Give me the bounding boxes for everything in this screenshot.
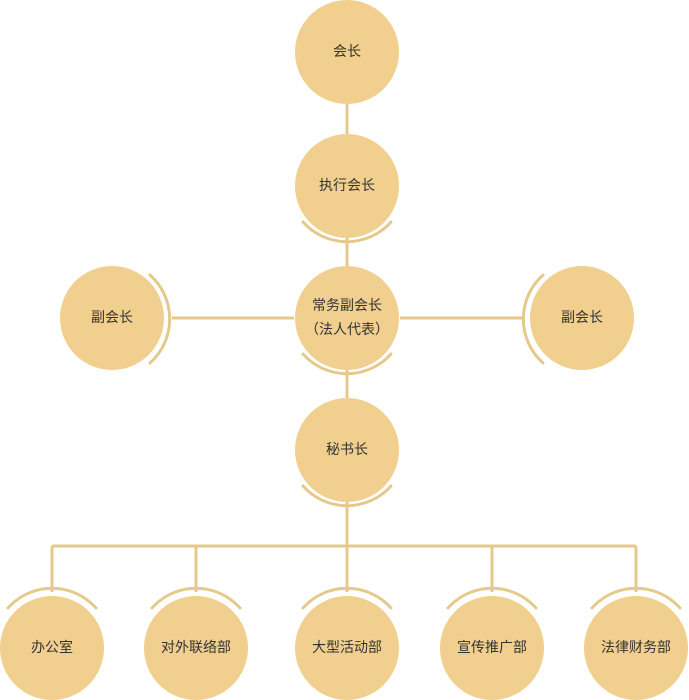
node-department-publicity: 宣传推广部 bbox=[440, 596, 544, 700]
node-standing-vice-chairman-circle bbox=[295, 266, 399, 370]
node-department-office-label: 办公室 bbox=[31, 639, 73, 656]
node-executive-chairman-circle bbox=[295, 134, 399, 238]
arc-executive-bottom bbox=[301, 220, 393, 244]
node-department-office-circle bbox=[0, 596, 104, 700]
node-chairman-circle bbox=[295, 0, 399, 104]
node-department-legal-circle bbox=[584, 596, 688, 700]
node-executive-chairman-label: 执行会长 bbox=[319, 178, 375, 194]
node-secretary-general: 秘书长 bbox=[295, 398, 399, 502]
node-standing-vice-chairman-label-line2: （法人代表） bbox=[305, 322, 389, 338]
connector-lines bbox=[50, 104, 638, 592]
node-department-liaison-circle bbox=[144, 596, 248, 700]
node-vice-chairman-right: 副会长 bbox=[530, 266, 634, 370]
arc-office-top bbox=[6, 586, 98, 610]
node-department-publicity-label: 宣传推广部 bbox=[457, 640, 527, 656]
node-vice-chairman-left-circle bbox=[60, 266, 164, 370]
node-chairman: 会长 bbox=[295, 0, 399, 104]
node-vice-chairman-right-label: 副会长 bbox=[561, 310, 603, 326]
arc-left-vice-right bbox=[148, 273, 172, 365]
node-department-liaison-label: 对外联络部 bbox=[161, 640, 231, 656]
node-standing-vice-chairman: 常务副会长 （法人代表） bbox=[295, 266, 399, 370]
arc-publicity-top bbox=[446, 586, 538, 610]
arc-secretary-bottom bbox=[301, 484, 393, 508]
node-department-events-label: 大型活动部 bbox=[312, 640, 382, 656]
node-executive-chairman: 执行会长 bbox=[295, 134, 399, 238]
node-chairman-label: 会长 bbox=[333, 44, 361, 60]
node-secretary-general-circle bbox=[295, 398, 399, 502]
node-department-liaison: 对外联络部 bbox=[144, 596, 248, 700]
arc-liaison-top bbox=[150, 586, 242, 610]
node-vice-chairman-left-label: 副会长 bbox=[91, 310, 133, 326]
arc-right-vice-left bbox=[521, 273, 545, 365]
node-department-events: 大型活动部 bbox=[295, 596, 399, 700]
node-department-events-circle bbox=[295, 596, 399, 700]
arc-legal-top bbox=[590, 586, 682, 610]
node-department-legal-label: 法律财务部 bbox=[601, 640, 671, 656]
arc-events-top bbox=[301, 586, 393, 610]
arc-standing-bottom bbox=[301, 352, 393, 376]
node-vice-chairman-left: 副会长 bbox=[60, 266, 164, 370]
node-department-office: 办公室 bbox=[0, 596, 104, 700]
decorative-arcs bbox=[6, 220, 682, 610]
node-standing-vice-chairman-label-line1: 常务副会长 bbox=[312, 298, 382, 314]
node-department-legal: 法律财务部 bbox=[584, 596, 688, 700]
node-department-publicity-circle bbox=[440, 596, 544, 700]
node-vice-chairman-right-circle bbox=[530, 266, 634, 370]
node-secretary-general-label: 秘书长 bbox=[326, 442, 368, 458]
